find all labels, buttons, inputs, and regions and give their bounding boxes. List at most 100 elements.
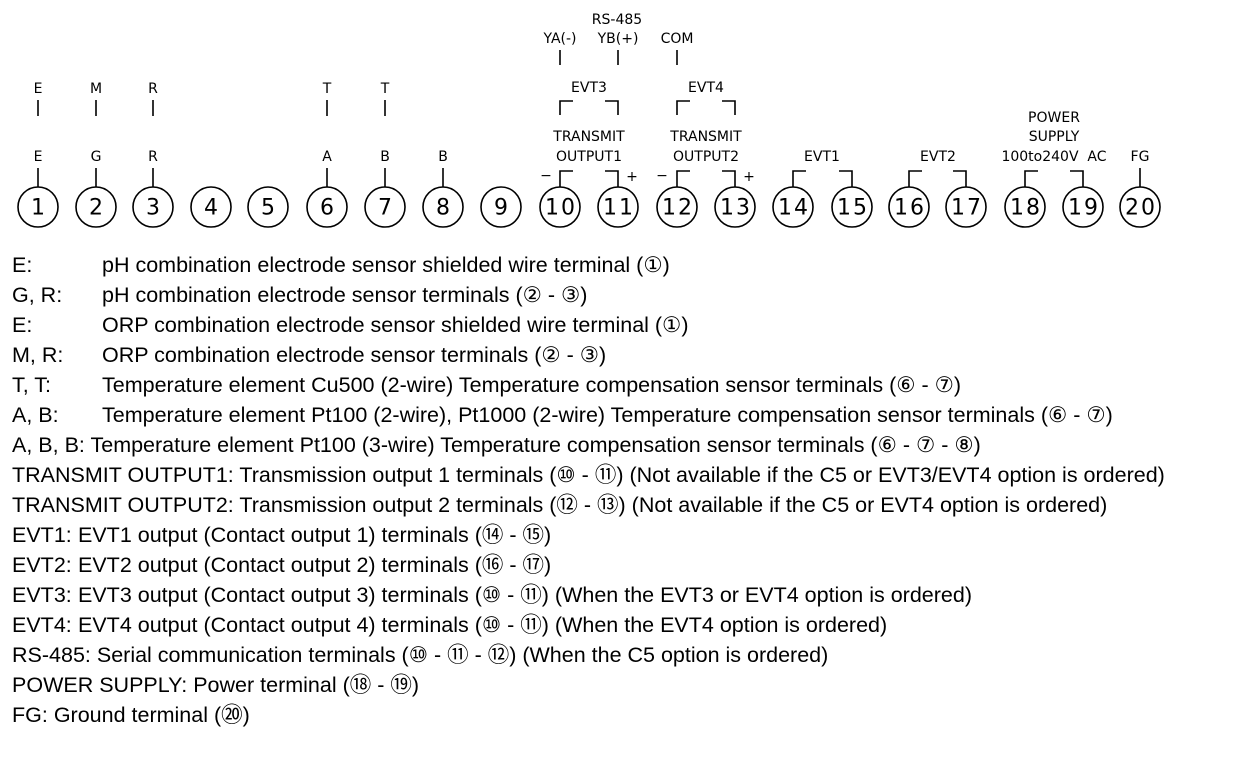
- t18-bracket: [1024, 170, 1038, 187]
- terminal-9-circle: [480, 186, 522, 228]
- legend-key: EVT3:: [12, 583, 72, 607]
- legend-row: RS-485: Serial communication terminals (…: [12, 640, 1240, 670]
- legend-row: T, T: Temperature element Cu500 (2-wire) …: [12, 370, 1240, 400]
- terminal-10-number: 10: [545, 196, 575, 221]
- terminal-15-number: 15: [837, 196, 867, 221]
- legend-description: EVT2 output (Contact output 2) terminals…: [78, 553, 552, 577]
- legend-key: TRANSMIT OUTPUT1:: [12, 463, 234, 487]
- legend-key: M, R:: [12, 343, 64, 367]
- terminal-8-label: B: [438, 149, 448, 165]
- transmit1-plus: +: [626, 169, 638, 185]
- legend-key: FG:: [12, 703, 48, 727]
- terminal-6-number: 6: [320, 196, 334, 221]
- legend-key: POWER SUPPLY:: [12, 673, 188, 697]
- terminal-3-alt-label: R: [148, 81, 158, 97]
- legend-key: A, B:: [12, 403, 59, 427]
- t14-bracket: [792, 170, 806, 187]
- terminal-2-alt-label: M: [90, 81, 102, 97]
- legend-key: TRANSMIT OUTPUT2:: [12, 493, 234, 517]
- evt3-right-bracket: [605, 100, 619, 115]
- terminal-5-number: 5: [261, 196, 275, 221]
- terminal-1-number: 1: [31, 196, 45, 221]
- transmit2-line2: OUTPUT2: [673, 149, 739, 165]
- power-line1: POWER: [1028, 110, 1080, 126]
- terminal-17-number: 17: [951, 196, 981, 221]
- terminal-2-number: 2: [89, 196, 103, 221]
- transmit1-line2: OUTPUT1: [556, 149, 622, 165]
- transmit2-line1: TRANSMIT: [669, 129, 742, 145]
- terminal-18-number: 18: [1010, 196, 1040, 221]
- terminal-6-label: A: [322, 149, 332, 165]
- legend-key: G, R:: [12, 283, 63, 307]
- legend-row: FG: Ground terminal (⑳): [12, 700, 1240, 730]
- terminal-12-number: 12: [662, 196, 692, 221]
- legend-row: A, B: Temperature element Pt100 (2-wire),…: [12, 400, 1240, 430]
- t13-bracket: [722, 170, 736, 187]
- legend-key: A, B, B:: [12, 433, 85, 457]
- legend-description: EVT4 output (Contact output 4) terminals…: [78, 613, 888, 637]
- legend-description: Power terminal (⑱ - ⑲): [193, 673, 420, 697]
- terminal-6-alt-label: T: [322, 81, 332, 97]
- legend-row: TRANSMIT OUTPUT1: Transmission output 1 …: [12, 460, 1240, 490]
- legend-description: ORP combination electrode sensor termina…: [102, 343, 607, 367]
- terminal-5-circle: [247, 186, 289, 228]
- terminal-8-number: 8: [436, 196, 450, 221]
- t12-bracket: [676, 170, 690, 187]
- legend-description: Temperature element Pt100 (2-wire), Pt10…: [102, 403, 1113, 427]
- terminal-11-number: 11: [603, 196, 633, 221]
- transmit2-plus: +: [743, 169, 755, 185]
- legend-key: EVT2:: [12, 553, 72, 577]
- legend-description: pH combination electrode sensor terminal…: [102, 283, 588, 307]
- t16-bracket: [908, 170, 922, 187]
- terminal-20-label: FG: [1131, 149, 1150, 165]
- legend-key: RS-485:: [12, 643, 91, 667]
- terminal-14-number: 14: [778, 196, 808, 221]
- legend-key: T, T:: [12, 373, 52, 397]
- legend-description: EVT1 output (Contact output 1) terminals…: [78, 523, 552, 547]
- legend-description: Transmission output 1 terminals (⑩ - ⑪) …: [239, 463, 1165, 487]
- t11-bracket: [605, 170, 619, 187]
- t10-bracket: [559, 170, 573, 187]
- terminal-7-label: B: [380, 149, 390, 165]
- legend-row: TRANSMIT OUTPUT2: Transmission output 2 …: [12, 490, 1240, 520]
- terminal-1-alt-label: E: [34, 81, 43, 97]
- rs485-title: RS-485: [592, 12, 642, 28]
- legend-row: A, B, B: Temperature element Pt100 (3-wi…: [12, 430, 1240, 460]
- terminal-13-number: 13: [720, 196, 750, 221]
- transmit1-minus: −: [540, 168, 552, 184]
- t17-bracket: [953, 170, 967, 187]
- legend-row: EVT4:EVT4 output (Contact output 4) term…: [12, 610, 1240, 640]
- evt2-label: EVT2: [920, 149, 956, 165]
- legend-description: Transmission output 2 terminals (⑫ - ⑬) …: [239, 493, 1108, 517]
- legend-description: EVT3 output (Contact output 3) terminals…: [78, 583, 972, 607]
- evt1-label: EVT1: [804, 149, 840, 165]
- evt4-label: EVT4: [688, 80, 724, 96]
- terminal-3-label: R: [148, 149, 158, 165]
- transmit1-line1: TRANSMIT: [552, 129, 625, 145]
- legend-key: EVT1:: [12, 523, 72, 547]
- terminal-4-circle: [190, 186, 232, 228]
- t15-bracket: [839, 170, 853, 187]
- terminal-legend: E:pH combination electrode sensor shield…: [12, 250, 1240, 730]
- legend-row: E:ORP combination electrode sensor shiel…: [12, 310, 1240, 340]
- terminal-20-number: 20: [1125, 196, 1155, 221]
- legend-row: EVT3:EVT3 output (Contact output 3) term…: [12, 580, 1240, 610]
- terminal-16-number: 16: [894, 196, 924, 221]
- rs485-yb-label: YB(+): [597, 31, 639, 47]
- terminal-7-number: 7: [378, 196, 392, 221]
- evt4-left-bracket: [676, 100, 690, 115]
- legend-row: EVT2:EVT2 output (Contact output 2) term…: [12, 550, 1240, 580]
- terminal-9-number: 9: [494, 196, 508, 221]
- legend-row: E:pH combination electrode sensor shield…: [12, 250, 1240, 280]
- legend-row: POWER SUPPLY: Power terminal (⑱ - ⑲): [12, 670, 1240, 700]
- legend-description: Serial communication terminals (⑩ - ⑪ - …: [96, 643, 829, 667]
- terminal-4-number: 4: [204, 196, 218, 221]
- legend-description: Temperature element Cu500 (2-wire) Tempe…: [102, 373, 962, 397]
- legend-key: E:: [12, 313, 33, 337]
- legend-description: Ground terminal (⑳): [53, 703, 250, 727]
- evt4-right-bracket: [722, 100, 736, 115]
- legend-key: EVT4:: [12, 613, 72, 637]
- transmit2-minus: −: [656, 168, 668, 184]
